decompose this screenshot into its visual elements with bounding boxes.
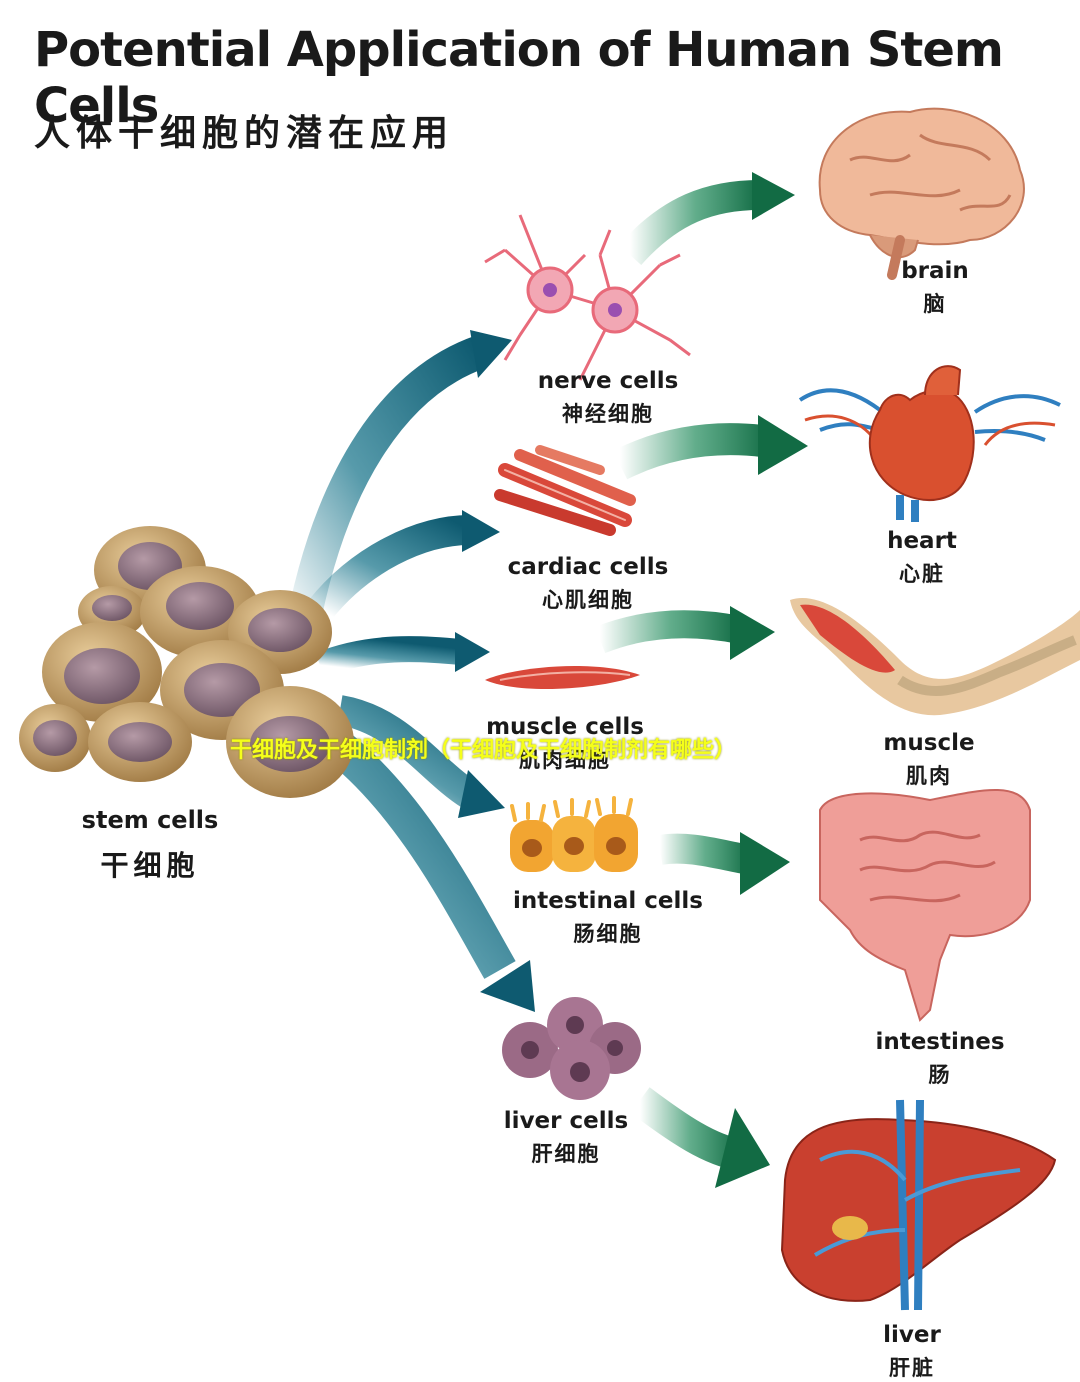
muscle-label-zh: 肌肉 bbox=[906, 764, 952, 788]
arrow-to-intestines bbox=[657, 832, 790, 895]
intestines-label: intestines 肠 bbox=[875, 1029, 1004, 1089]
intestinal-cells-label-zh: 肠细胞 bbox=[573, 922, 643, 946]
cardiac-cells-label-zh: 心肌细胞 bbox=[541, 588, 634, 612]
page-title: Potential Application of Human Stem Cell… bbox=[34, 22, 1004, 134]
muscle-cells-illustration bbox=[485, 665, 640, 690]
watermark-caption: 干细胞及干细胞制剂（干细胞及干细胞制剂有哪些） bbox=[230, 738, 737, 763]
nerve-cells-label-zh: 神经细胞 bbox=[561, 402, 654, 426]
arrow-to-muscle-cells bbox=[315, 632, 490, 678]
cardiac-cells-label-en: cardiac cells bbox=[507, 554, 669, 580]
intestinal-cells-label-en: intestinal cells bbox=[513, 888, 703, 914]
brain-illustration bbox=[818, 107, 1025, 280]
muscle-cells-label-en: muscle cells bbox=[486, 714, 644, 740]
cardiac-cells-label: cardiac cells 心肌细胞 bbox=[508, 554, 669, 614]
intestines-label-en: intestines bbox=[875, 1029, 1005, 1055]
liver-cells-label-en: liver cells bbox=[503, 1108, 629, 1134]
nerve-cells-label: nerve cells 神经细胞 bbox=[538, 368, 679, 428]
heart-label-zh: 心脏 bbox=[899, 562, 945, 586]
intestinal-cells-label: intestinal cells 肠细胞 bbox=[513, 888, 703, 948]
muscle-cells-label-zh: 肌肉细胞 bbox=[518, 748, 611, 772]
arrow-to-heart bbox=[612, 415, 808, 480]
arrow-to-nerve-cells bbox=[283, 330, 512, 643]
stem-cell-cluster bbox=[19, 526, 354, 798]
liver-cells-label-zh: 肝细胞 bbox=[531, 1142, 601, 1166]
arrow-to-muscle bbox=[594, 606, 775, 660]
stem-cells-label: stem cells 干细胞 bbox=[82, 806, 219, 884]
muscle-cells-label: muscle cells 肌肉细胞 bbox=[486, 714, 644, 774]
arrow-to-intestinal-cells bbox=[336, 695, 505, 818]
stem-cells-label-zh: 干细胞 bbox=[100, 849, 200, 882]
arrow-to-cardiac-cells bbox=[308, 510, 500, 620]
cardiac-cells-illustration bbox=[494, 445, 636, 536]
heart-illustration bbox=[798, 365, 1061, 522]
liver-illustration bbox=[780, 1099, 1057, 1311]
liver-cells-illustration bbox=[502, 997, 641, 1100]
brain-label: brain 脑 bbox=[901, 258, 969, 318]
muscle-illustration bbox=[790, 598, 1080, 716]
liver-label-en: liver bbox=[883, 1322, 941, 1348]
nerve-cells-illustration bbox=[484, 214, 691, 381]
brain-label-en: brain bbox=[901, 258, 969, 284]
intestinal-cells-illustration bbox=[510, 796, 638, 872]
nerve-cells-label-en: nerve cells bbox=[537, 368, 679, 394]
stem-cells-label-en: stem cells bbox=[81, 806, 219, 834]
muscle-label: muscle 肌肉 bbox=[883, 730, 974, 790]
arrow-to-liver-cells bbox=[319, 725, 535, 1012]
page-subtitle: 人体干细胞的潜在应用 bbox=[34, 113, 455, 154]
arrow-to-brain bbox=[618, 172, 795, 266]
liver-cells-label: liver cells 肝细胞 bbox=[504, 1108, 628, 1168]
heart-label-en: heart bbox=[887, 528, 957, 554]
muscle-label-en: muscle bbox=[883, 730, 975, 756]
liver-label: liver 肝脏 bbox=[883, 1322, 941, 1382]
heart-label: heart 心脏 bbox=[887, 528, 957, 588]
brain-label-zh: 脑 bbox=[923, 292, 947, 316]
intestines-illustration bbox=[819, 789, 1031, 1022]
arrow-to-liver bbox=[630, 1087, 770, 1188]
intestines-label-zh: 肠 bbox=[928, 1063, 952, 1087]
liver-label-zh: 肝脏 bbox=[888, 1356, 935, 1380]
